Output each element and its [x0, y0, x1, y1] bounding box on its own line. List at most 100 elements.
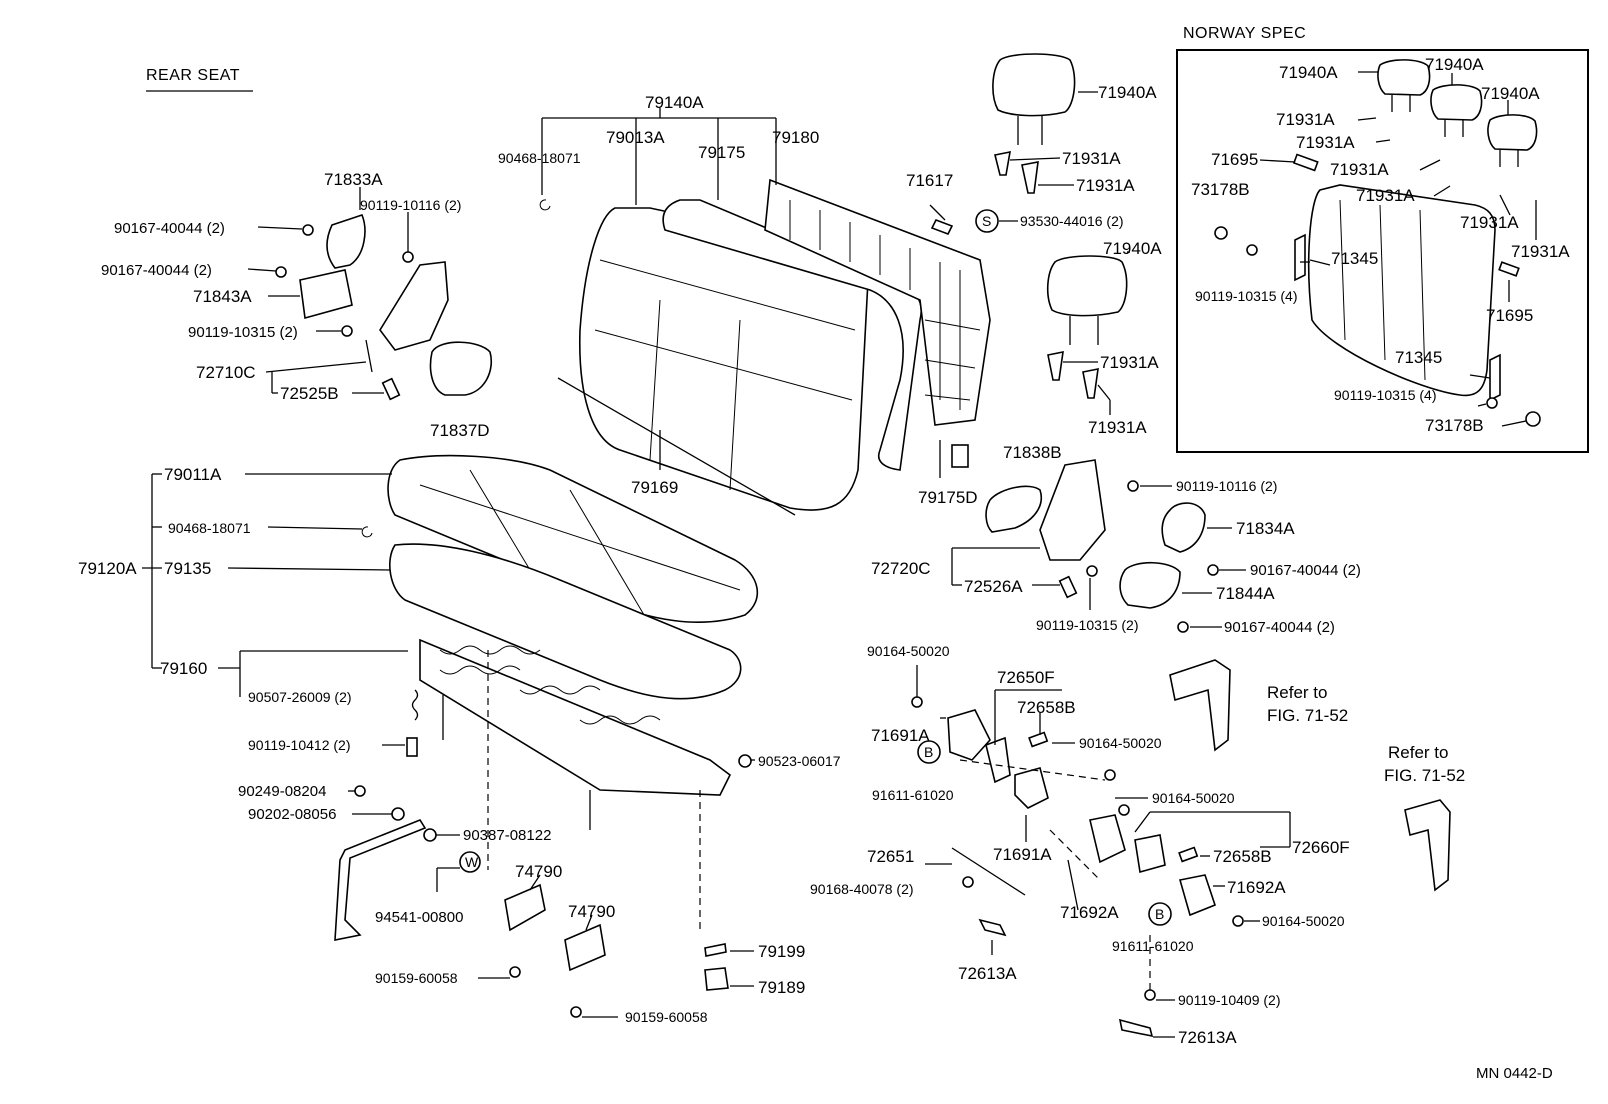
label-72525B: 72525B [280, 384, 339, 403]
symbol-w-letter: W [465, 854, 479, 870]
label-79013A: 79013A [606, 128, 665, 147]
label-90468-18071-upper: 90468-18071 [498, 150, 581, 166]
bolt-90159-a [509, 966, 521, 978]
label-90168-40078: 90168-40078 (2) [810, 881, 914, 897]
bolt-90164-b [1104, 769, 1116, 781]
label-90202-08056: 90202-08056 [248, 806, 336, 823]
bracket-71617 [930, 218, 954, 236]
frame-grid [789, 200, 981, 410]
norway-71695-b [1498, 261, 1520, 277]
bolt-90119-10412 [406, 737, 418, 757]
bracket-71692A-upper [1089, 814, 1126, 864]
bracket-71691A-lower [1014, 767, 1049, 809]
norway-label-90119-10315-b: 90119-10315 (4) [1334, 387, 1436, 403]
hinge-74790-b [564, 923, 606, 972]
headrest-middle [1046, 255, 1128, 317]
label-90119-10116-right: 90119-10116 (2) [1176, 478, 1277, 494]
seat-cushion-leaders [142, 473, 755, 761]
cover-71834A [1161, 502, 1206, 553]
label-72658B-lower: 72658B [1213, 847, 1272, 866]
label-71940A-upper: 71940A [1098, 83, 1157, 102]
label-71617: 71617 [906, 171, 953, 190]
label-79120A: 79120A [78, 559, 137, 578]
label-71838B: 71838B [1003, 443, 1062, 462]
norway-label-71940A-c: 71940A [1481, 84, 1540, 103]
symbol-s-letter: S [982, 213, 991, 229]
clip-79199 [704, 943, 727, 957]
norway-label-71345-a: 71345 [1331, 249, 1378, 268]
release-lever [365, 339, 373, 373]
hog-ring-clip [539, 199, 551, 211]
norway-label-71940A-a: 71940A [1279, 63, 1338, 82]
left-recliner-leaders [247, 187, 409, 394]
seat-back-leaders [541, 108, 941, 478]
hinge-dash-b [1049, 829, 1101, 881]
hinge-latch-leaders [916, 665, 1291, 1038]
bolt-90159-b [570, 1006, 582, 1018]
spring-90507 [411, 689, 419, 721]
norway-spec-box [1176, 49, 1589, 453]
bolt-90164-c [1118, 804, 1130, 816]
norway-headrest-a [1377, 59, 1431, 96]
bolt-right-b [1086, 565, 1098, 577]
guide-71931A-3 [1047, 350, 1064, 381]
label-79135: 79135 [164, 559, 211, 578]
section-title: REAR SEAT [146, 67, 240, 84]
label-90167-40044-b: 90167-40044 (2) [101, 262, 212, 279]
seat-belt-upper [1169, 659, 1231, 752]
label-72650F: 72650F [997, 668, 1055, 687]
label-refer-to-upper: Refer to [1267, 683, 1327, 702]
headrest-upper [992, 53, 1076, 117]
frame-legs [442, 695, 591, 830]
support-rod [557, 377, 796, 516]
label-90167-40044-d: 90167-40044 (2) [1224, 619, 1335, 636]
norway-label-71940A-b: 71940A [1425, 55, 1484, 74]
label-71844A: 71844A [1216, 584, 1275, 603]
bolt-a [402, 251, 414, 263]
nut-90523 [738, 754, 752, 768]
label-90523-06017: 90523-06017 [758, 753, 841, 769]
recliner-cover-71833A [326, 214, 366, 269]
cover-71844A [1119, 561, 1181, 609]
left-recliner-group [275, 214, 492, 401]
symbol-b-upper-letter: B [924, 744, 933, 760]
bracket-71691A-upper [947, 709, 991, 761]
label-72710C: 72710C [196, 363, 256, 382]
label-71931A-2: 71931A [1076, 176, 1135, 195]
norway-label-71931A-f: 71931A [1511, 242, 1570, 261]
headrest-group: S [930, 53, 1128, 468]
seat-cushion-pad [389, 543, 742, 700]
label-90507-26009: 90507-26009 (2) [248, 689, 352, 705]
norway-label-73178B-b: 73178B [1425, 416, 1484, 435]
norway-seat-seams [1339, 199, 1426, 381]
label-72720C: 72720C [871, 559, 931, 578]
label-91611-61020-upper: 91611-61020 [872, 787, 954, 803]
label-79175: 79175 [698, 143, 745, 162]
clip-79175D [951, 444, 969, 468]
label-71931A-4: 71931A [1088, 418, 1147, 437]
knob-72526A [1058, 575, 1078, 599]
seat-belt-group [1169, 659, 1451, 892]
norway-label-71931A-d: 71931A [1356, 186, 1415, 205]
guide-71931A-1 [994, 150, 1011, 176]
label-79169: 79169 [631, 478, 678, 497]
label-71691A-upper: 71691A [871, 726, 930, 745]
label-71692A-left: 71692A [1060, 903, 1119, 922]
screw-right-b [1177, 621, 1189, 633]
label-90167-40044-a: 90167-40044 (2) [114, 220, 225, 237]
label-74790-a: 74790 [515, 862, 562, 881]
label-79160: 79160 [160, 659, 207, 678]
norway-headrest-b [1430, 84, 1483, 121]
bolt-90119-10409 [1144, 989, 1156, 1001]
label-90167-40044-c: 90167-40044 (2) [1250, 562, 1361, 579]
norway-label-90119-10315-a: 90119-10315 (4) [1195, 288, 1297, 304]
screw-b [275, 266, 287, 278]
norway-spec-title: NORWAY SPEC [1183, 25, 1306, 42]
bolt-90164-d [1232, 915, 1244, 927]
seat-cushion-cover [387, 454, 759, 623]
norway-label-71695-a: 71695 [1211, 150, 1258, 169]
label-72660F: 72660F [1292, 838, 1350, 857]
label-93530-44016: 93530-44016 (2) [1020, 213, 1124, 229]
norway-71345-b [1489, 353, 1501, 402]
